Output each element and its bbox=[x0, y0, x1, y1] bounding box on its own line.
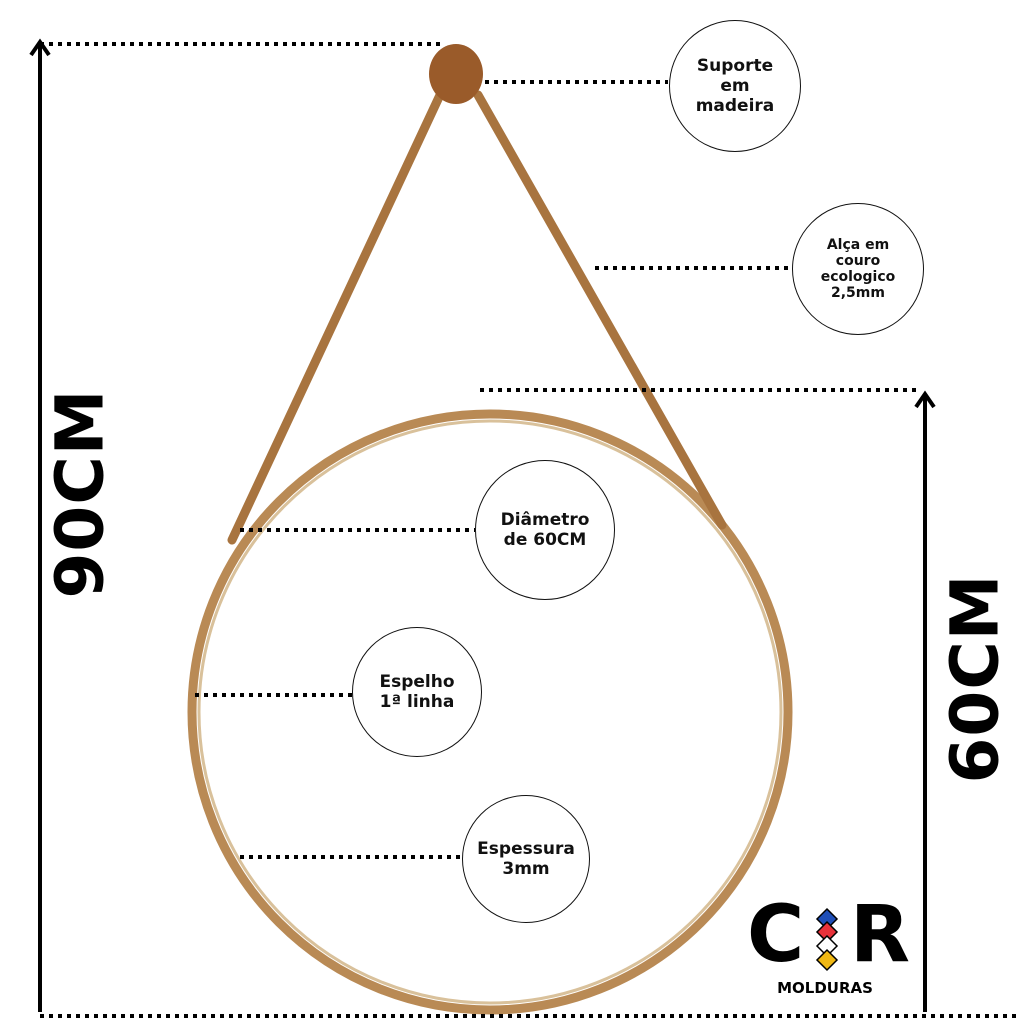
logo-letter-c: C bbox=[747, 890, 805, 980]
callout-mirror: Espelho 1ª linha bbox=[352, 627, 482, 757]
total-height-label: 90CM bbox=[41, 388, 119, 599]
logo-diamonds-icon bbox=[815, 907, 839, 972]
mirror-height-arrow bbox=[914, 390, 936, 1012]
callout-thickness: Espessura 3mm bbox=[462, 795, 590, 923]
mirror-height-label: 60CM bbox=[936, 573, 1014, 784]
callout-text: Espelho 1ª linha bbox=[379, 672, 455, 712]
callout-support: Suporte em madeira bbox=[669, 20, 801, 152]
mirror-frame bbox=[187, 409, 793, 1015]
callout-text: Espessura 3mm bbox=[477, 839, 575, 879]
logo-letter-r: R bbox=[850, 890, 911, 980]
height-arrow bbox=[29, 38, 51, 1012]
callout-text: Alça em couro ecologico 2,5mm bbox=[820, 237, 896, 301]
logo-subtitle: MOLDURAS bbox=[777, 979, 873, 997]
wood-support-knob bbox=[429, 44, 483, 104]
dotted-lines bbox=[40, 42, 1020, 1018]
callout-strap: Alça em couro ecologico 2,5mm bbox=[792, 203, 924, 335]
strap-left bbox=[227, 90, 445, 545]
callout-diameter: Diâmetro de 60CM bbox=[475, 460, 615, 600]
callout-text: Suporte em madeira bbox=[695, 56, 775, 116]
strap-right bbox=[473, 90, 727, 530]
brand-logo: C R MOLDURAS bbox=[745, 895, 915, 1005]
callout-text: Diâmetro de 60CM bbox=[500, 510, 590, 550]
